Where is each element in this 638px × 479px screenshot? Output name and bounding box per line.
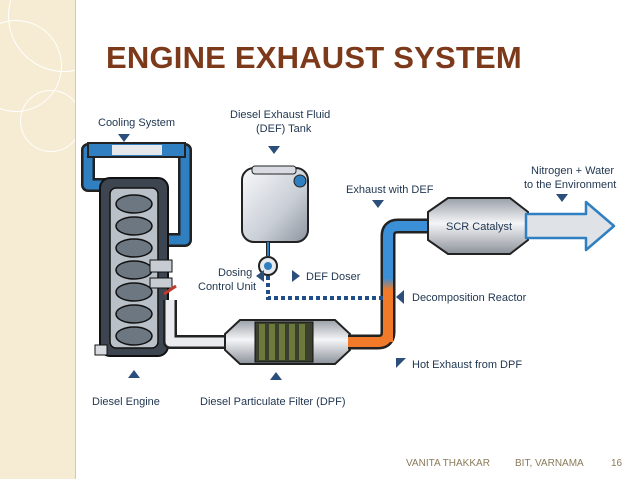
scr-catalyst [427,197,529,255]
output-label-line1: Nitrogen + Water [531,165,614,177]
side-band-divider [75,0,76,479]
decorative-ring [20,90,82,152]
dpf-marker [270,372,282,380]
cooling-system-label: Cooling System [98,117,175,129]
footer-author: VANITA THAKKAR [406,458,490,469]
exhaust-with-def-label: Exhaust with DEF [346,184,434,196]
hot-exhaust-marker [396,358,406,368]
hot-exhaust-pipe [348,218,435,350]
exhaust-with-def-marker [372,200,384,208]
cooling-system-marker [118,134,130,142]
def-doser-marker [292,270,300,282]
dpf-label: Diesel Particulate Filter (DPF) [200,396,345,408]
output-label-line2: to the Environment [524,179,616,191]
exhaust-system-diagram: Cooling System Diesel Exhaust Fluid (DEF… [81,109,616,408]
footer-organization: BIT, VARNAMA [515,458,584,469]
output-marker [556,194,568,202]
hot-exhaust-label: Hot Exhaust from DPF [412,359,522,371]
dosing-control-unit [258,256,278,276]
def-doser-label: DEF Doser [306,271,361,283]
dosing-control-label-line1: Dosing [218,267,252,279]
def-tank-marker [268,146,280,154]
slide-title: ENGINE EXHAUST SYSTEM [106,40,522,75]
def-tank [241,165,309,256]
pointer-markers [118,134,568,380]
scr-catalyst-label: SCR Catalyst [446,221,512,233]
def-line [266,276,384,300]
decomposition-reactor-marker [396,290,404,304]
dosing-control-label-line2: Control Unit [198,281,256,293]
decorative-side-band [0,0,120,479]
decomposition-reactor-label: Decomposition Reactor [412,292,527,304]
outlet-arrow [524,200,616,252]
diesel-engine-label: Diesel Engine [92,396,160,408]
def-tank-label-line2: (DEF) Tank [256,123,312,135]
def-tank-label-line1: Diesel Exhaust Fluid [230,109,330,121]
diesel-particulate-filter [224,319,351,365]
dosing-control-marker [256,270,264,282]
diesel-engine-marker [128,370,140,378]
page-number: 16 [611,458,623,469]
exhaust-pipe-engine [163,300,232,349]
diesel-engine [94,177,177,357]
cooling-loop [81,142,192,247]
